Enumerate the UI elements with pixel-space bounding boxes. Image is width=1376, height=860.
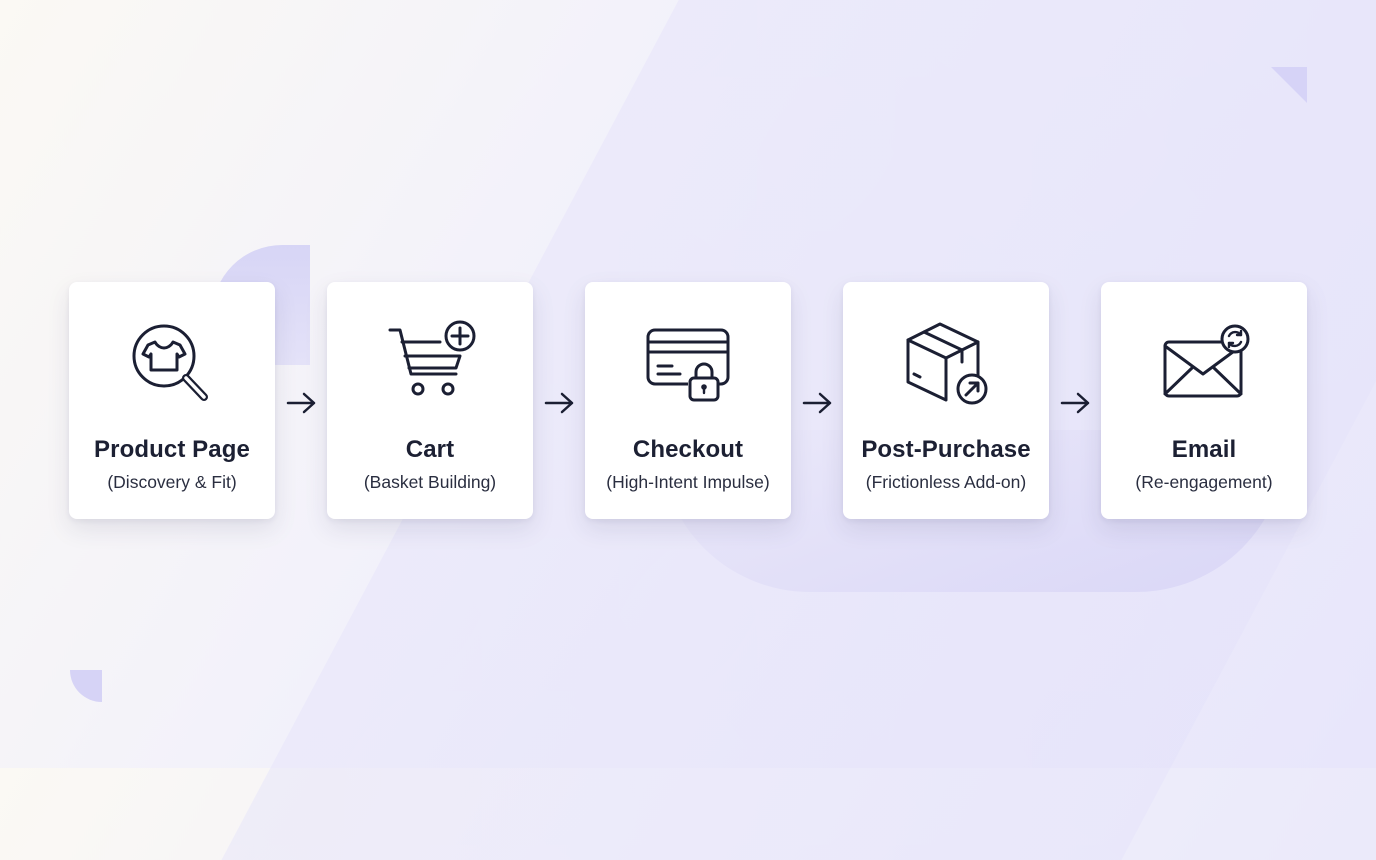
step-subtitle: (Re-engagement)	[1135, 472, 1273, 492]
box-arrow-icon	[896, 318, 996, 410]
step-subtitle: (High-Intent Impulse)	[606, 472, 770, 492]
step-subtitle: (Discovery & Fit)	[107, 472, 237, 492]
step-title: Product Page	[94, 436, 250, 463]
step-subtitle: (Frictionless Add-on)	[865, 472, 1027, 492]
step-title: Checkout	[632, 436, 744, 463]
credit-card-lock-icon	[638, 318, 738, 410]
step-card-cart: Cart (Basket Building)	[327, 282, 533, 519]
step-card-post-purchase: Post-Purchase (Frictionless Add-on)	[843, 282, 1049, 519]
step-title: Cart	[405, 436, 455, 463]
arrow-right-icon	[1060, 392, 1090, 414]
arrow-right-icon	[802, 392, 832, 414]
envelope-refresh-icon	[1154, 318, 1254, 410]
step-card-checkout: Checkout (High-Intent Impulse)	[585, 282, 791, 519]
arrow-right-icon	[544, 392, 574, 414]
tshirt-search-icon	[122, 318, 222, 410]
cart-add-icon	[380, 318, 480, 410]
step-title: Email	[1171, 436, 1237, 463]
arrow-right-icon	[286, 392, 316, 414]
step-title: Post-Purchase	[861, 436, 1031, 463]
step-card-product-page: Product Page (Discovery & Fit)	[69, 282, 275, 519]
step-card-email: Email (Re-engagement)	[1101, 282, 1307, 519]
background-quarter-circle	[70, 670, 102, 702]
step-subtitle: (Basket Building)	[363, 472, 497, 492]
